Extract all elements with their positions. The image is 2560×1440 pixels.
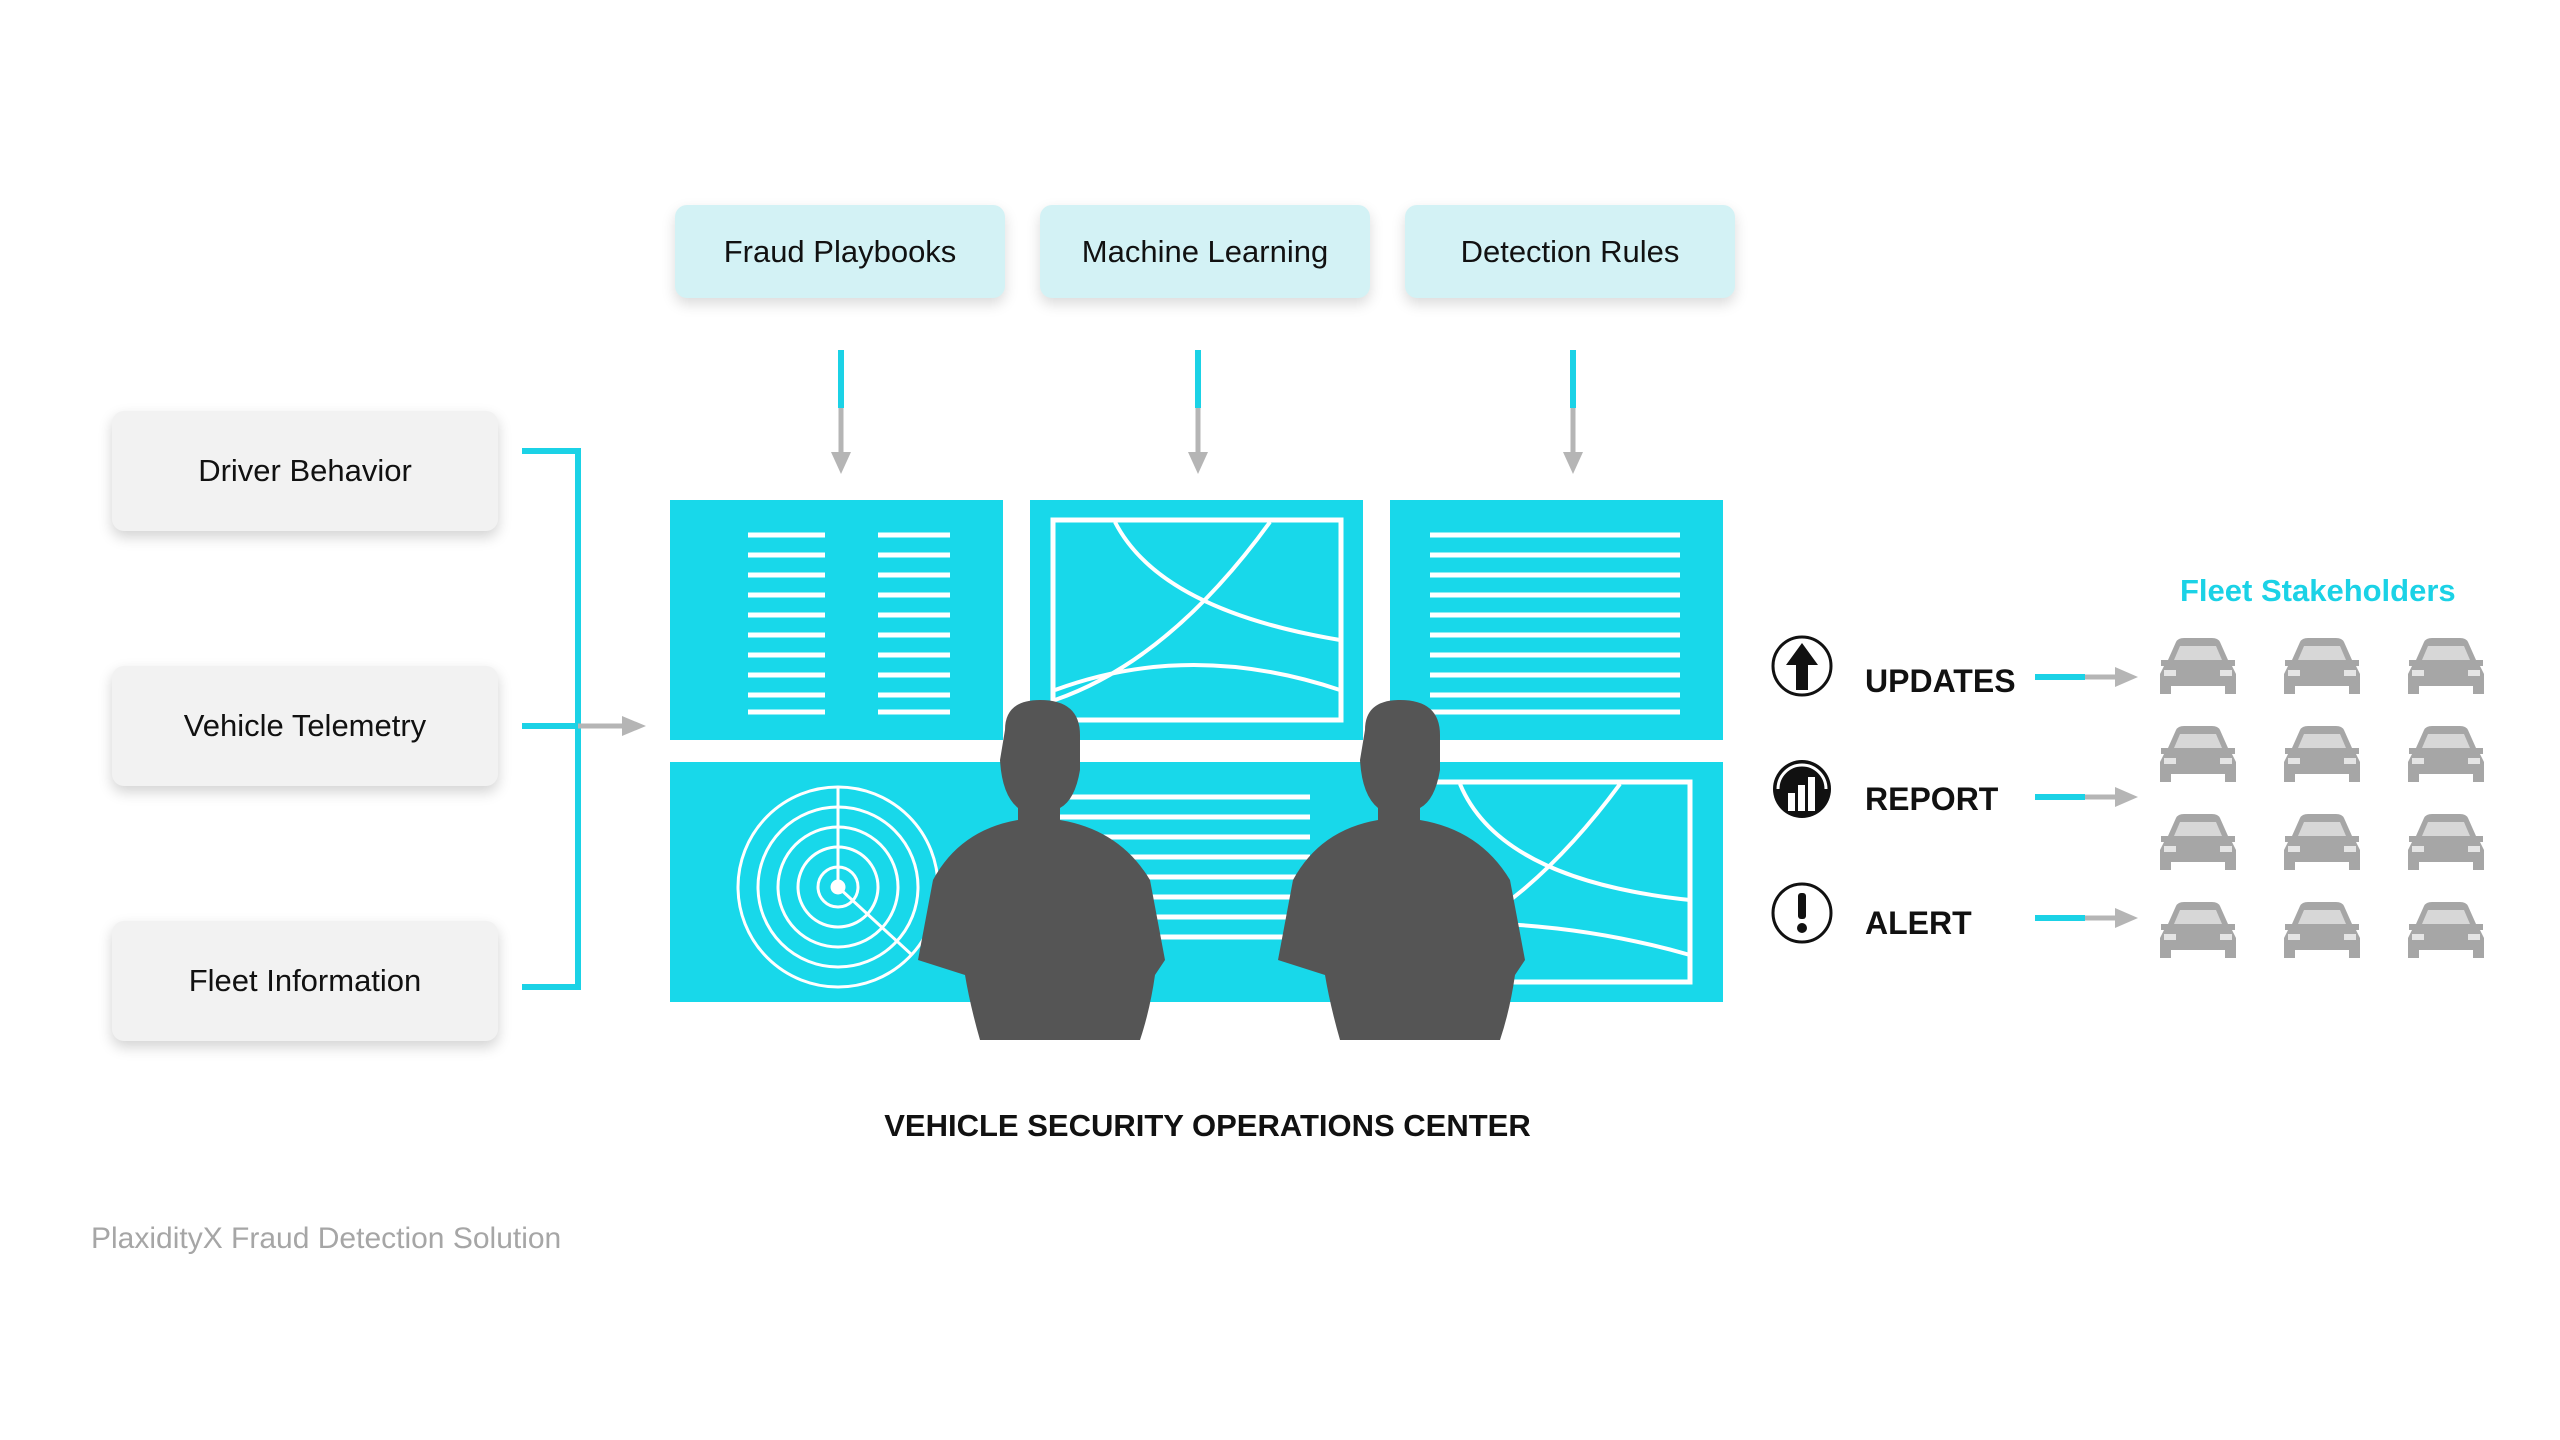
fleet-stakeholders-title: Fleet Stakeholders [2180,573,2456,608]
source-arrow-2 [1188,350,1208,474]
source-fraud-playbooks: Fraud Playbooks [675,205,1005,298]
output-label-report: REPORT [1865,781,1999,817]
car-icon [2284,814,2360,870]
car-icon [2408,726,2484,782]
car-icon [2408,814,2484,870]
operator-left-silhouette [918,700,1165,1040]
source-label: Detection Rules [1460,233,1680,269]
input-label: Driver Behavior [198,453,412,488]
car-icon [2160,638,2236,694]
input-driver-behavior: Driver Behavior [112,411,498,531]
center-title: VEHICLE SECURITY OPERATIONS CENTER [884,1108,1531,1143]
output-label-alert: ALERT [1865,905,1972,941]
screen-list-right [1390,500,1723,740]
screen-list-left [670,500,1003,740]
bar-chart-circle-icon [1773,760,1831,818]
source-label: Machine Learning [1081,233,1329,269]
source-machine-learning: Machine Learning [1040,205,1370,298]
arrow-up-circle-icon [1771,635,1833,697]
output-arrow-alert [2035,908,2138,928]
input-bracket [522,448,581,990]
input-fleet-information: Fleet Information [112,921,498,1041]
car-icon [2284,902,2360,958]
input-vehicle-telemetry: Vehicle Telemetry [112,666,498,786]
output-arrow-report [2035,787,2138,807]
footer-caption: PlaxidityX Fraud Detection Solution [91,1222,562,1255]
exclamation-circle-icon [1771,882,1833,944]
operator-right-silhouette [1278,700,1525,1040]
radar-icon [736,785,940,989]
screen-chart-top [1030,500,1363,740]
source-label: Fraud Playbooks [723,233,957,269]
input-label: Vehicle Telemetry [183,708,427,743]
car-icon [2284,726,2360,782]
output-label-updates: UPDATES [1865,663,2016,699]
car-icon [2160,902,2236,958]
source-arrow-1 [831,350,851,474]
car-icon [2284,638,2360,694]
car-icon [2408,638,2484,694]
output-arrow-updates [2035,667,2138,687]
input-arrow [578,716,646,736]
fleet-cars [2160,638,2484,958]
car-icon [2408,902,2484,958]
car-icon [2160,726,2236,782]
source-arrow-3 [1563,350,1583,474]
source-detection-rules: Detection Rules [1405,205,1735,298]
input-label: Fleet Information [188,963,422,998]
car-icon [2160,814,2236,870]
screen-wide-bottom [670,762,1723,1002]
